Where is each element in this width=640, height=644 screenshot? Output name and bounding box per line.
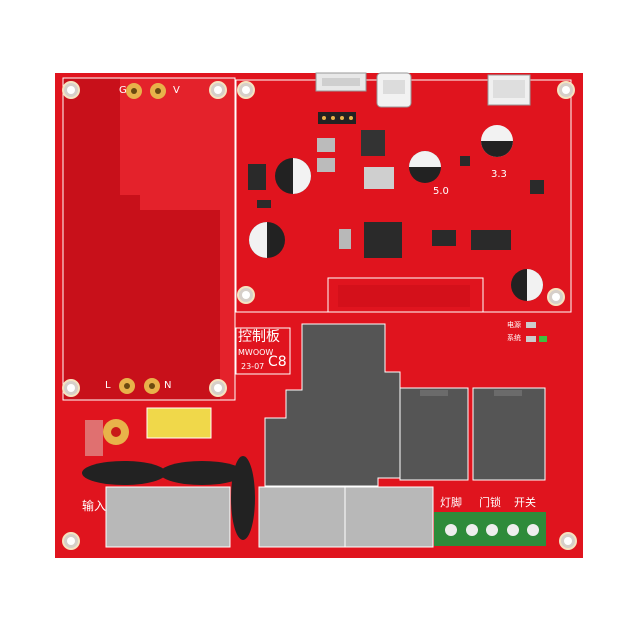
pad-l-label: L	[105, 380, 111, 391]
terminal-switch-label: 开关	[514, 496, 536, 509]
pad-n-label: N	[164, 380, 172, 391]
relays	[399, 387, 546, 481]
copper-pour	[120, 78, 235, 400]
input-section	[82, 407, 255, 540]
terminal-block	[434, 512, 546, 546]
board-chip: C8	[268, 354, 287, 370]
voltage-3v3-label: 3.3	[491, 169, 507, 180]
voltage-5v-label: 5.0	[433, 186, 449, 197]
top-connectors	[315, 72, 531, 124]
capacitors	[249, 125, 543, 301]
board-model: MWOOW	[238, 348, 274, 357]
grey-connectors	[105, 486, 434, 548]
terminal-lock-label: 门锁	[479, 496, 501, 509]
power-module	[264, 323, 401, 487]
terminal-lamp-label: 灯脚	[440, 496, 462, 509]
pin-header	[327, 277, 484, 313]
module-pads	[119, 83, 166, 394]
status-leds	[526, 322, 547, 342]
board-title: 控制板	[238, 329, 280, 345]
mounting-holes	[62, 81, 577, 550]
pad-v-label: V	[173, 85, 180, 96]
led-power-label: 电源	[507, 321, 521, 329]
label-frame	[235, 327, 291, 375]
input-label: 输入	[82, 499, 107, 513]
board-date: 23-07	[241, 362, 265, 371]
led-system-label: 系统	[507, 334, 521, 342]
ics	[248, 130, 544, 258]
power-section-outline	[62, 77, 236, 401]
pad-g-label: G	[119, 85, 127, 96]
